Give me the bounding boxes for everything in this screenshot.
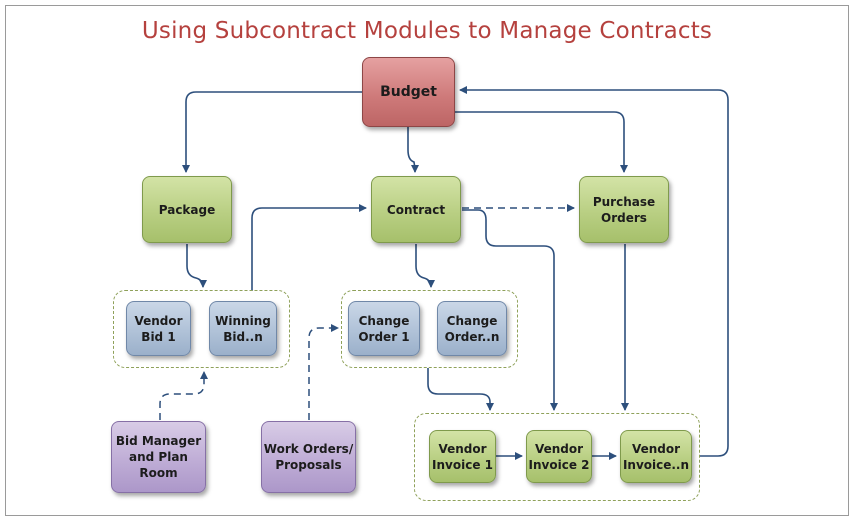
arrow-budget-to-contract — [407, 127, 419, 173]
budget-node: Budget — [362, 57, 455, 127]
arrow-contract-to-change-orders — [415, 244, 435, 288]
winning-bid-node: Winning Bid..n — [209, 301, 277, 356]
arrow-budget-to-package — [182, 91, 362, 173]
vendor-invoice-1-label: Vendor Invoice 1 — [432, 441, 493, 472]
change-order-1-node: Change Order 1 — [348, 301, 420, 356]
vendor-invoice-n-label: Vendor Invoice..n — [622, 441, 690, 472]
arrow-invoices-to-budget — [459, 86, 729, 457]
purchase-orders-label: Purchase Orders — [592, 194, 656, 225]
vendor-bid-1-label: Vendor Bid 1 — [134, 313, 183, 344]
bid-manager-node: Bid Manager and Plan Room — [111, 421, 206, 493]
diagram-title: Using Subcontract Modules to Manage Cont… — [141, 18, 713, 44]
change-orders-group — [341, 290, 518, 368]
contract-label: Contract — [386, 202, 446, 217]
dashed-work-orders-to-change-orders — [308, 324, 339, 420]
vendor-invoice-2-label: Vendor Invoice 2 — [528, 441, 590, 472]
arrow-contract-to-invoices — [462, 209, 558, 411]
bid-manager-label: Bid Manager and Plan Room — [115, 434, 202, 480]
arrow-winning-bid-to-contract — [251, 204, 367, 291]
package-node: Package — [142, 176, 232, 243]
work-orders-label: Work Orders/ Proposals — [263, 442, 354, 472]
change-order-1-label: Change Order 1 — [358, 313, 410, 344]
purchase-orders-node: Purchase Orders — [579, 176, 669, 243]
bids-group — [113, 290, 290, 368]
vendor-invoices-group — [414, 413, 700, 501]
work-orders-node: Work Orders/ Proposals — [261, 421, 356, 493]
vendor-invoice-2-node: Vendor Invoice 2 — [526, 430, 592, 483]
winning-bid-label: Winning Bid..n — [215, 313, 271, 344]
arrow-budget-to-purchase-orders — [455, 111, 628, 173]
change-order-n-label: Change Order..n — [444, 313, 500, 344]
vendor-bid-1-node: Vendor Bid 1 — [126, 301, 191, 356]
contract-node: Contract — [371, 176, 461, 243]
vendor-invoice-n-node: Vendor Invoice..n — [620, 430, 692, 483]
package-label: Package — [158, 202, 216, 217]
arrow-change-order-to-invoices — [427, 368, 494, 411]
change-order-n-node: Change Order..n — [437, 301, 507, 356]
arrow-package-to-bids — [186, 244, 207, 288]
vendor-invoice-1-node: Vendor Invoice 1 — [429, 430, 496, 483]
dashed-bid-manager-to-bids — [159, 371, 208, 420]
budget-label: Budget — [380, 84, 437, 100]
